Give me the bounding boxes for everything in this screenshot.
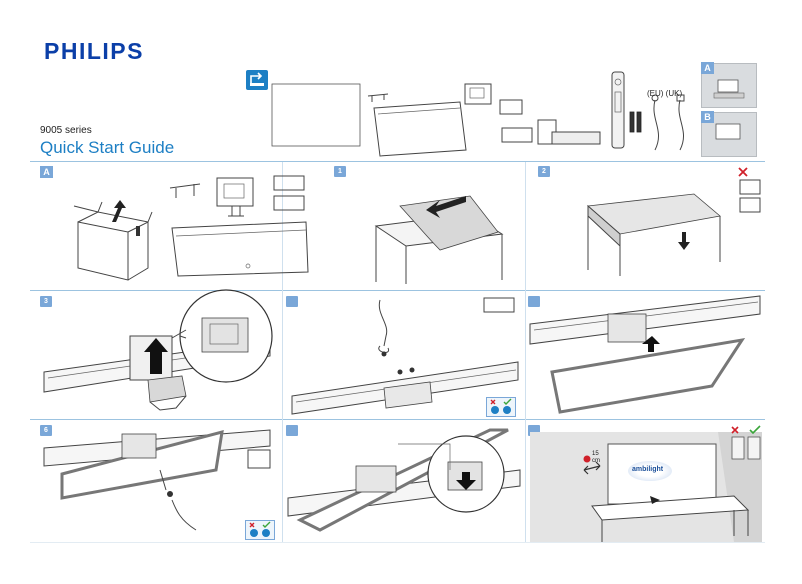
ambilight-logo: ambilight [628,461,672,481]
option-a-badge: A [701,62,714,74]
option-b-tv [715,123,741,140]
step-4-badge [286,296,298,307]
divider-col1 [282,162,283,542]
plug-labels: (EU) (UK) [647,89,683,98]
brand-logo: PHILIPS [44,38,144,64]
screw-hint-panel-4 [486,397,516,417]
divider-bottom [30,542,765,543]
step-a-badge: A [40,166,53,178]
divider-header [30,161,765,162]
ok-no-hint-panel-8 [730,425,762,461]
option-b-badge: B [701,111,714,123]
page-title: Quick Start Guide [40,138,175,157]
download-icon[interactable] [246,70,268,90]
ambilight-logo-text: ambilight [632,466,664,473]
step-5-badge [528,296,540,307]
step-6-badge: 6 [40,425,52,436]
no-cross-icon [738,167,748,177]
distance-value: 15 [592,451,599,457]
series-name: 9005 series [40,125,92,136]
option-a-tv [713,79,745,99]
step-3-badge: 3 [40,296,52,307]
divider-col2 [525,162,526,542]
step-7-badge [286,425,298,436]
divider-row2 [30,419,765,420]
step-1-badge: 1 [334,166,346,177]
divider-row1 [30,290,765,291]
distance-unit: cm [592,458,600,464]
step-2-badge: 2 [538,166,550,177]
step-8-badge [528,425,540,436]
screw-hint-panel-6 [245,520,275,540]
